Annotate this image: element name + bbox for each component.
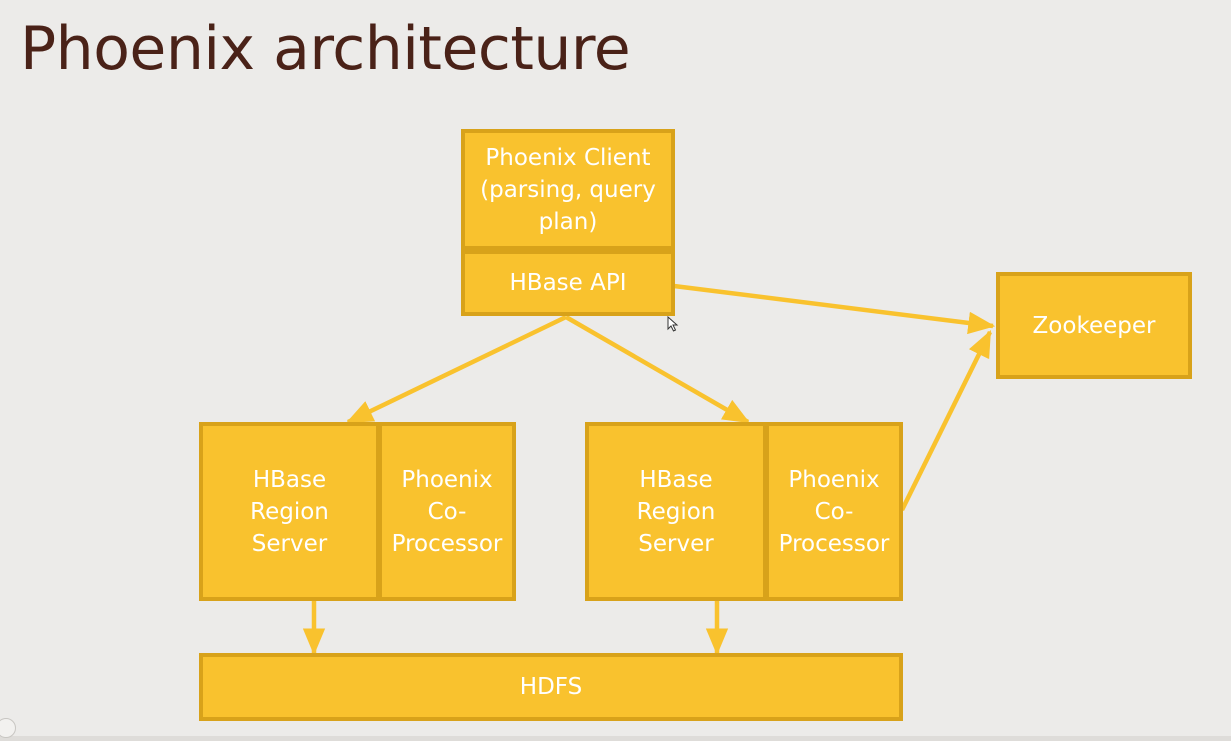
- coprocessor-1-line-2: Co-: [427, 498, 467, 525]
- hdfs-box: HDFS: [199, 653, 903, 721]
- region-server-1-box: HBase Region Server: [199, 422, 380, 601]
- coprocessor-1-line-3: Processor: [391, 530, 503, 557]
- region-server-1-line-2: Region: [250, 498, 329, 525]
- phoenix-client-line-2: (parsing, query: [480, 176, 656, 203]
- slide-nav-icon[interactable]: [0, 718, 16, 738]
- hbase-api-label: HBase API: [509, 270, 627, 296]
- hdfs-label: HDFS: [519, 674, 583, 700]
- coprocessor-2-line-2: Co-: [814, 498, 854, 525]
- zookeeper-box: Zookeeper: [996, 272, 1192, 379]
- region-server-1-line-1: HBase: [252, 466, 327, 493]
- arrow-api-to-region-server-2: [564, 315, 750, 424]
- phoenix-client-box: Phoenix Client (parsing, query plan): [461, 129, 675, 250]
- region-server-2-line-1: HBase: [639, 466, 713, 493]
- region-server-2-line-3: Server: [638, 530, 714, 557]
- region-server-2-line-2: Region: [636, 498, 716, 525]
- zookeeper-label: Zookeeper: [1032, 312, 1156, 339]
- hbase-api-box: HBase API: [461, 250, 675, 316]
- coprocessor-2-line-1: Phoenix: [788, 466, 880, 493]
- coprocessor-1-box: Phoenix Co- Processor: [378, 422, 516, 601]
- mouse-cursor-icon: [667, 316, 679, 332]
- region-server-2-box: HBase Region Server: [585, 422, 767, 601]
- coprocessor-2-box: Phoenix Co- Processor: [765, 422, 903, 601]
- phoenix-client-line-1: Phoenix Client: [485, 144, 651, 171]
- arrow-coprocessor-to-zookeeper: [899, 329, 993, 511]
- slide-title: Phoenix architecture: [20, 14, 631, 84]
- coprocessor-2-line-3: Processor: [778, 530, 890, 557]
- region-server-1-line-3: Server: [251, 530, 328, 557]
- arrow-api-to-region-server-1: [345, 314, 567, 425]
- coprocessor-1-line-1: Phoenix: [401, 466, 493, 493]
- arrow-api-to-zookeeper: [673, 283, 996, 335]
- bottom-strip: [0, 736, 1231, 741]
- phoenix-client-line-3: plan): [538, 208, 598, 235]
